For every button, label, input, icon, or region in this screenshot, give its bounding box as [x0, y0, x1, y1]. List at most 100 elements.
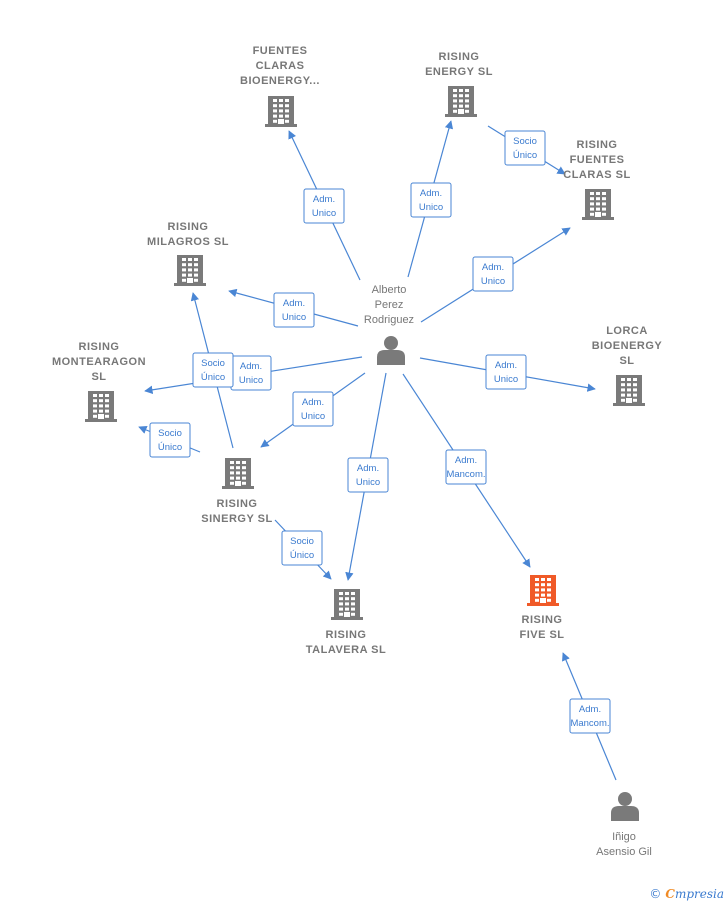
- edge-label[interactable]: Adm. Unico: [485, 354, 527, 390]
- edge-label-box: [347, 457, 389, 493]
- node-label: CLARAS SL: [563, 169, 630, 181]
- edge-label-box: [569, 698, 611, 734]
- node-label: BIOENERGY...: [240, 75, 320, 87]
- node-label: Iñigo: [612, 831, 636, 843]
- edge-label-box: [445, 449, 487, 485]
- edge-label-box: [192, 352, 234, 388]
- node-label: RISING: [168, 221, 209, 233]
- building-icon: [85, 391, 117, 422]
- person-icon: [611, 792, 639, 821]
- building-icon: [582, 189, 614, 220]
- node-label: FUENTES: [570, 154, 625, 166]
- building-icon: [174, 255, 206, 286]
- node-label: FUENTES: [253, 45, 308, 57]
- edge-label-box: [472, 256, 514, 292]
- node-label: Asensio Gil: [596, 846, 652, 858]
- edge-label-text: Unico: [356, 477, 380, 488]
- node-label: Rodriguez: [364, 314, 414, 326]
- node-rising_talavera[interactable]: RISING TALAVERA SL: [306, 589, 386, 656]
- node-label: SL: [619, 355, 634, 367]
- edge-label-text: Único: [158, 442, 182, 453]
- edge-label-text: Único: [201, 372, 225, 383]
- node-label: ENERGY SL: [425, 66, 493, 78]
- edge-label-box: [303, 188, 345, 224]
- copyright-icon: ©: [649, 887, 662, 901]
- edge-label[interactable]: Adm.Unico: [230, 355, 272, 391]
- node-rising_montearagon[interactable]: RISING MONTEARAGON SL: [52, 341, 146, 422]
- node-label: RISING: [326, 629, 367, 641]
- edge-label[interactable]: Adm.Mancom.: [445, 449, 487, 485]
- empresia-logo: ©Cmpresia: [649, 887, 724, 901]
- building-icon: [331, 589, 363, 620]
- edge-label-box: [149, 422, 191, 458]
- edge-label[interactable]: Adm. Unico: [410, 182, 452, 218]
- edge-label-box: [410, 182, 452, 218]
- node-rising_five[interactable]: RISING FIVE SL: [519, 575, 564, 641]
- node-label: CLARAS: [256, 60, 305, 72]
- edge-label[interactable]: Adm. Unico: [347, 457, 389, 493]
- edge-label-text: Adm.: [357, 463, 379, 474]
- edge-label-box: [281, 530, 323, 566]
- edge-label-text: Adm.: [482, 262, 504, 273]
- node-rising_energy[interactable]: RISING ENERGY SL: [425, 51, 493, 117]
- node-label: MONTEARAGON: [52, 356, 146, 368]
- edge-label[interactable]: Adm. Unico: [472, 256, 514, 292]
- edge-label-text: Unico: [282, 312, 306, 323]
- edge-label[interactable]: Adm. Mancom.: [569, 698, 611, 734]
- node-lorca[interactable]: LORCA BIOENERGY SL: [592, 325, 663, 406]
- node-label: RISING: [577, 139, 618, 151]
- edge-label-text: Unico: [481, 276, 505, 287]
- edge-label-box: [485, 354, 527, 390]
- edge-label-text: Unico: [494, 374, 518, 385]
- edge-label-text: Unico: [419, 202, 443, 213]
- node-label: Perez: [375, 299, 404, 311]
- node-fuentes_bio[interactable]: FUENTES CLARAS BIOENERGY...: [240, 45, 320, 127]
- edge-label-text: Mancom.: [446, 469, 485, 480]
- edge-label-text: Socio: [158, 428, 182, 439]
- node-rising_fuentes[interactable]: RISING FUENTES CLARAS SL: [563, 139, 630, 220]
- edge-label-text: Adm.: [495, 360, 517, 371]
- building-icon: [265, 96, 297, 127]
- building-icon: [445, 86, 477, 117]
- node-label: RISING: [522, 614, 563, 626]
- edge-label-text: Adm.: [313, 194, 335, 205]
- edge-label-text: Mancom.: [570, 718, 609, 729]
- node-label: SL: [91, 371, 106, 383]
- node-label: SINERGY SL: [201, 513, 272, 525]
- edge-label-text: Único: [290, 550, 314, 561]
- edge-label[interactable]: Adm.Unico: [273, 292, 315, 328]
- edge-label-text: Unico: [239, 375, 263, 386]
- edge-label-text: Unico: [301, 411, 325, 422]
- node-label: TALAVERA SL: [306, 644, 386, 656]
- edge-label-text: Socio: [201, 358, 225, 369]
- node-label: RISING: [79, 341, 120, 353]
- building-icon: [527, 575, 559, 606]
- node-label: LORCA: [606, 325, 648, 337]
- node-label: RISING: [439, 51, 480, 63]
- node-label: MILAGROS SL: [147, 236, 229, 248]
- node-rising_milagros[interactable]: RISING MILAGROS SL: [147, 221, 229, 286]
- edge-label-text: Unico: [312, 208, 336, 219]
- edge-label-box: [273, 292, 315, 328]
- edge-label-text: Único: [513, 150, 537, 161]
- node-label: Alberto: [372, 284, 407, 296]
- building-icon: [613, 375, 645, 406]
- edge-label-text: Adm.: [579, 704, 601, 715]
- edge-label[interactable]: Adm. Unico: [292, 391, 334, 427]
- edge-label-text: Adm.: [302, 397, 324, 408]
- edge-label-box: [504, 130, 546, 166]
- node-label: FIVE SL: [519, 629, 564, 641]
- edge-label[interactable]: Adm. Unico: [303, 188, 345, 224]
- edge-label-text: Adm.: [420, 188, 442, 199]
- building-icon: [222, 458, 254, 489]
- edge-label-text: Socio: [290, 536, 314, 547]
- node-label: BIOENERGY: [592, 340, 663, 352]
